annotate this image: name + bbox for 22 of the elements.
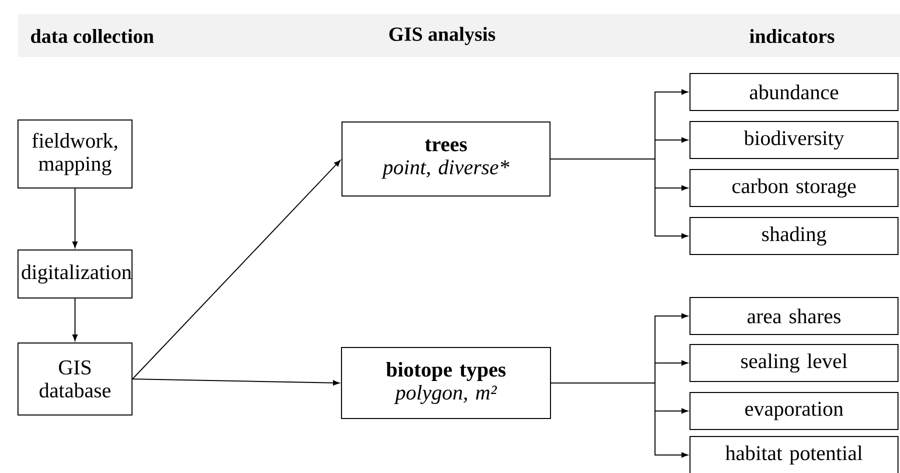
indicator-box: sealing level (690, 344, 898, 382)
arrow (550, 158, 688, 239)
arrow (72, 298, 78, 341)
indicator-box: shading (690, 217, 898, 255)
indicator-box: area shares (690, 297, 898, 335)
column-heading: indicators (750, 28, 834, 44)
column-heading: data collection (31, 28, 154, 44)
arrow (550, 382, 688, 458)
indicator-box: evaporation (690, 392, 898, 430)
arrow (132, 378, 340, 386)
process-box: digitalization (18, 250, 132, 298)
process-box: GIS database (18, 342, 132, 416)
indicator-box: habitat potential (690, 436, 898, 473)
indicator-box: biodiversity (690, 121, 898, 159)
column-heading: GIS analysis (389, 26, 496, 46)
indicator-box: carbon storage (690, 169, 898, 207)
indicator-box: abundance (690, 73, 898, 111)
arrow (132, 160, 341, 380)
category-box: biotope types polygon, m² (341, 347, 551, 419)
process-box: fieldwork, mapping (18, 120, 132, 188)
category-box: trees point, diverse* (342, 122, 550, 196)
arrow (72, 188, 78, 248)
